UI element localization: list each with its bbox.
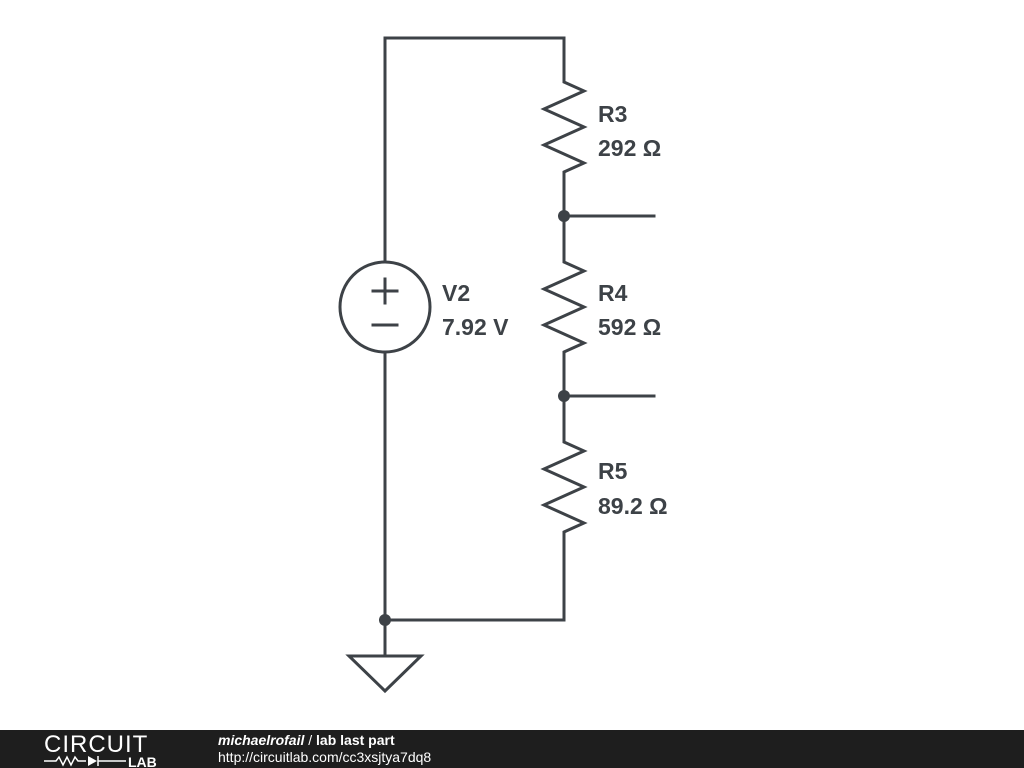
ground-icon (345, 654, 425, 694)
logo-diode-icon (88, 756, 97, 766)
r4-value: 592 Ω (598, 314, 661, 340)
resistor-icon-r3 (540, 73, 588, 180)
voltage-source-icon (338, 260, 432, 354)
r5-value: 89.2 Ω (598, 493, 668, 519)
source-value: 7.92 V (442, 314, 509, 340)
r4-name: R4 (598, 280, 628, 306)
author-link[interactable]: michaelrofail (218, 732, 305, 748)
title-separator: / (304, 732, 317, 748)
source-name: V2 (442, 280, 470, 306)
resistor-icon-r4 (540, 253, 588, 360)
r3-name: R3 (598, 101, 627, 127)
footer-bar: CIRCUIT LAB michaelrofail / lab last par… (0, 730, 1024, 768)
node-dot-1 (558, 210, 570, 222)
logo-text-top: CIRCUIT (44, 731, 148, 758)
circuit-schematic: V2 7.92 V R3 292 Ω R4 592 Ω R5 89.2 Ω (338, 36, 668, 694)
node-dot-ground (379, 614, 391, 626)
footer-info: michaelrofail / lab last part http://cir… (218, 732, 431, 766)
logo-text-bottom: LAB (128, 754, 157, 768)
r3-value: 292 Ω (598, 135, 661, 161)
wire-bottom (383, 533, 566, 622)
circuit-title[interactable]: lab last part (316, 732, 395, 748)
circuit-url[interactable]: http://circuitlab.com/cc3xsjtya7dq8 (218, 749, 432, 765)
r5-name: R5 (598, 458, 628, 484)
resistor-icon-r5 (540, 433, 588, 537)
node-dot-2 (558, 390, 570, 402)
circuitlab-logo[interactable]: CIRCUIT LAB (0, 730, 210, 768)
logo-resistor-icon (44, 755, 86, 767)
wire-top-loop (383, 36, 566, 264)
